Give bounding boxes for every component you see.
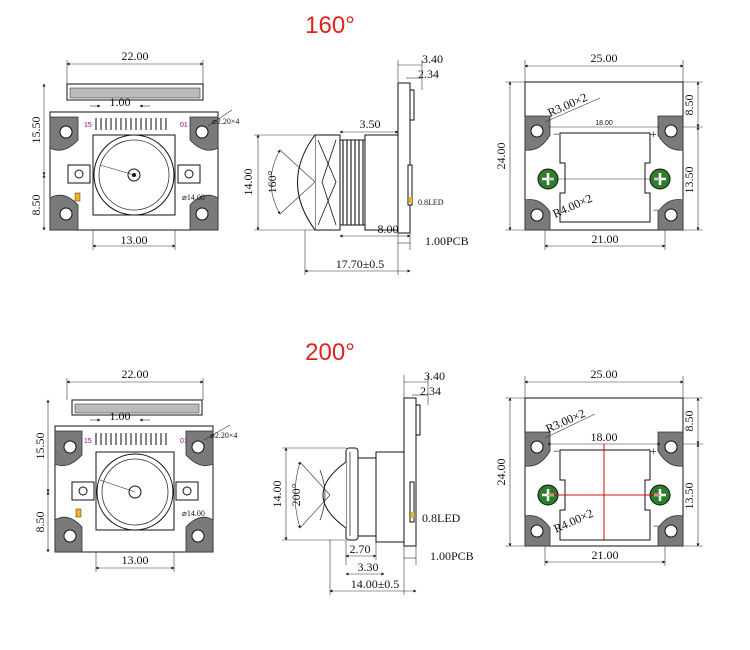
back-view-200: 25.00 R3.00×2 18.00 − + R4.00×2 − 8.50 1… bbox=[494, 367, 703, 566]
dim-barrel: 3.50 bbox=[360, 117, 381, 131]
minus-top: − bbox=[553, 444, 560, 458]
dim-top1: 3.40 bbox=[422, 52, 443, 66]
minus-bottom: − bbox=[653, 519, 660, 533]
dim-lower-height: 8.50 bbox=[33, 512, 47, 533]
dim-base-width: 21.00 bbox=[592, 232, 619, 246]
dim-pcb: 1.00PCB bbox=[430, 549, 474, 563]
dim-height: 24.00 bbox=[494, 459, 508, 486]
front-view-160: 22.00 1.00 15 01 ⌀2.20×4 bbox=[29, 49, 239, 250]
hole-label: ⌀2.20×4 bbox=[210, 431, 237, 440]
plus-top: + bbox=[650, 444, 657, 458]
fov-label: 160° bbox=[265, 170, 279, 193]
dim-upper-height: 15.50 bbox=[29, 117, 43, 144]
dim-base-width: 21.00 bbox=[592, 548, 619, 562]
side-view-200: 3.40 2.34 200° 14.00 0.8LED 2.70 3.30 bbox=[270, 369, 474, 595]
title-160: 160° bbox=[305, 12, 355, 39]
lens-dome bbox=[322, 461, 347, 529]
dim-pitch: 1.00 bbox=[110, 95, 131, 109]
plus-top: + bbox=[650, 127, 657, 141]
dim-lower: 13.50 bbox=[682, 483, 696, 510]
minus-top: − bbox=[553, 127, 560, 141]
dim-height: 14.00 bbox=[270, 481, 284, 508]
dim-height: 24.00 bbox=[494, 143, 508, 170]
dim-bottom2: 3.30 bbox=[358, 560, 379, 574]
led-marker bbox=[74, 192, 81, 202]
back-view-160: 25.00 R3.00×2 18.00 − + R4.00×2 − 8.50 1… bbox=[494, 51, 703, 250]
led-label: 0.8LED bbox=[422, 511, 461, 525]
dim-lower-height: 8.50 bbox=[29, 195, 43, 216]
dim-bottom1: 8.00 bbox=[378, 222, 399, 236]
dim-pcb: 1.00PCB bbox=[425, 234, 469, 248]
dim-total: 17.70±0.5 bbox=[336, 257, 385, 271]
hole-label: ⌀2.20×4 bbox=[212, 117, 239, 126]
dim-base-width: 13.00 bbox=[121, 233, 148, 247]
pin-01-label: 01 bbox=[180, 438, 188, 445]
front-view-200: 22.00 1.00 15 01 ⌀2.20×4 ⌀14.00 bbox=[33, 367, 237, 572]
side-view-160: 3.40 2.34 160° 14.00 3.50 0.8LED bbox=[241, 52, 469, 275]
title-200: 200° bbox=[305, 339, 355, 366]
dim-upper: 8.50 bbox=[682, 411, 696, 432]
dim-top2: 2.34 bbox=[418, 67, 439, 81]
led-label: 0.8LED bbox=[418, 198, 444, 207]
lens-flange bbox=[345, 447, 359, 541]
dim-pitch: 1.00 bbox=[110, 409, 131, 423]
spacing-label: 18.00 bbox=[591, 430, 618, 444]
pin-15-label: 15 bbox=[84, 122, 92, 129]
dim-base-width: 13.00 bbox=[122, 553, 149, 567]
lens-dia-label: ⌀14.00 bbox=[182, 509, 205, 518]
dim-bottom1: 2.70 bbox=[350, 542, 371, 556]
fov-label: 200° bbox=[289, 483, 303, 506]
dim-width: 22.00 bbox=[122, 49, 149, 63]
dim-top1: 3.40 bbox=[424, 369, 445, 383]
spacing-label: 18.00 bbox=[595, 120, 613, 127]
dim-height: 14.00 bbox=[241, 169, 255, 196]
dim-width: 25.00 bbox=[591, 367, 618, 381]
dim-width: 22.00 bbox=[122, 367, 149, 381]
pin-15-label: 15 bbox=[84, 438, 92, 445]
lens-dia-label: ⌀14.00 bbox=[182, 193, 205, 202]
dim-lower: 13.50 bbox=[682, 167, 696, 194]
minus-bottom: − bbox=[653, 203, 660, 217]
dim-total: 14.00±0.5 bbox=[351, 577, 400, 591]
lens-dome bbox=[297, 134, 316, 231]
dim-upper: 8.50 bbox=[682, 95, 696, 116]
pin-01-label: 01 bbox=[180, 122, 188, 129]
dim-upper-height: 15.50 bbox=[33, 433, 47, 460]
dim-top2: 2.34 bbox=[420, 384, 441, 398]
dim-width: 25.00 bbox=[591, 51, 618, 65]
